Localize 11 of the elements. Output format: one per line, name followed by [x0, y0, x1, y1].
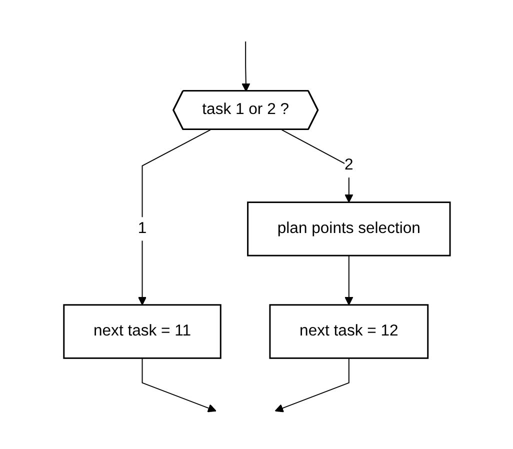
arrow: [344, 255, 353, 306]
edge-label: 2: [344, 156, 353, 174]
node-box: plan points selection: [246, 202, 450, 256]
arrow: [280, 129, 353, 203]
node-box: next task = 11: [62, 304, 221, 359]
arrow: [137, 129, 210, 306]
arrow: [274, 358, 349, 412]
node-box: next task = 12: [268, 304, 428, 359]
arrow: [241, 41, 250, 92]
arrow: [141, 358, 216, 412]
edge-label: 1: [137, 220, 146, 237]
